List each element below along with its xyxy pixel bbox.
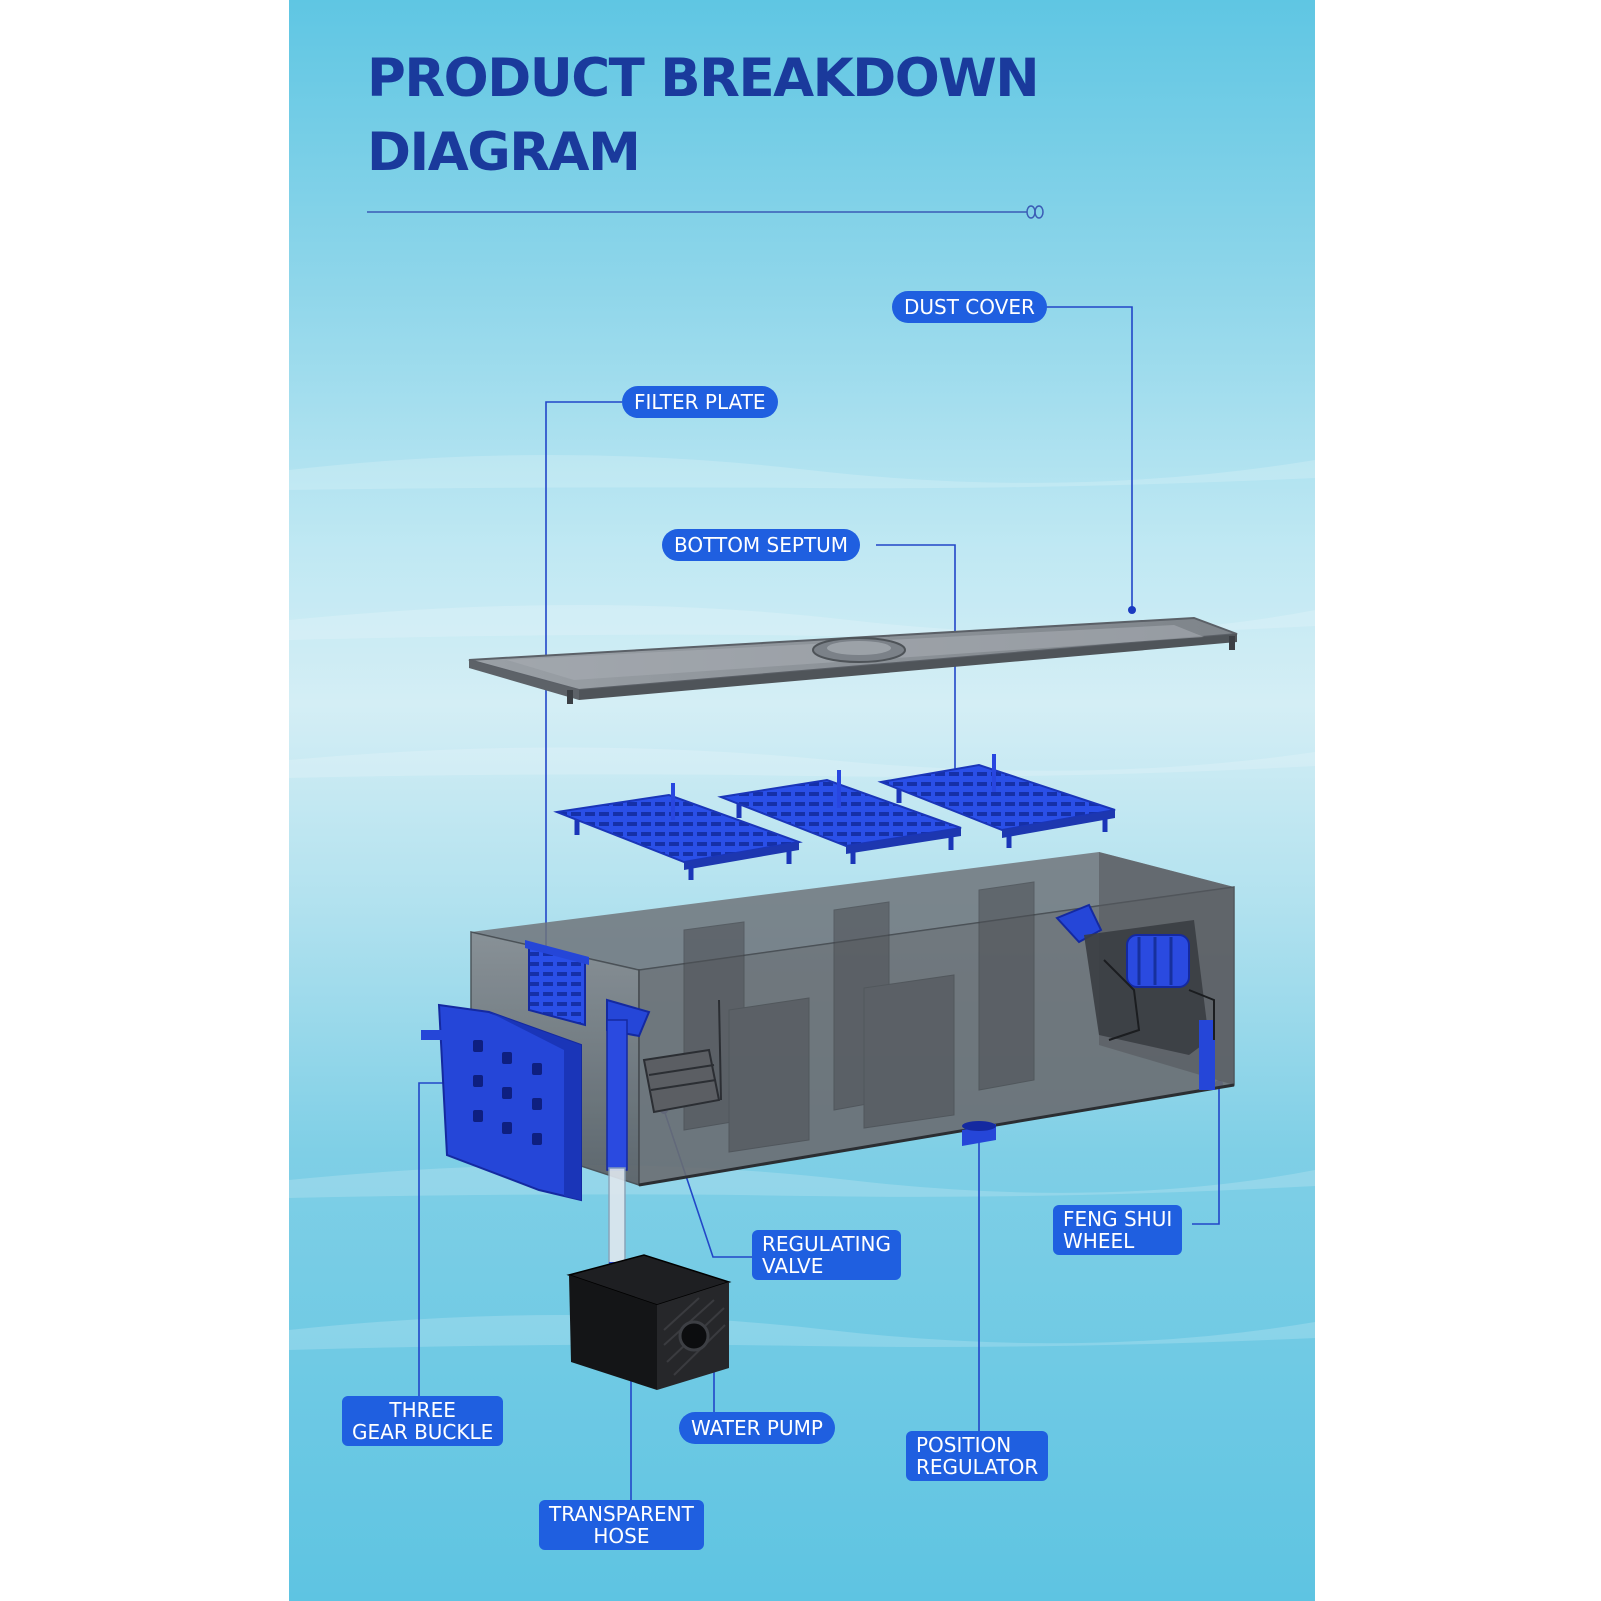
product-panel: PRODUCT BREAKDOWN DIAGRAM DUST COVER FIL… bbox=[289, 0, 1315, 1601]
label-bottom-septum: BOTTOM SEPTUM bbox=[662, 529, 861, 561]
leader-feng-shui-wheel bbox=[1192, 1084, 1220, 1225]
label-position-regulator: POSITION REGULATOR bbox=[906, 1431, 1049, 1481]
tank bbox=[470, 852, 1235, 1187]
three-gear-buckle bbox=[421, 1003, 582, 1202]
grid-plate-2 bbox=[717, 770, 962, 864]
breakdown-illustration bbox=[289, 205, 1315, 1500]
page-title-line-2: DIAGRAM bbox=[367, 122, 641, 183]
label-filter-plate: FILTER PLATE bbox=[622, 386, 778, 418]
label-dust-cover: DUST COVER bbox=[892, 291, 1047, 323]
label-water-pump: WATER PUMP bbox=[679, 1412, 835, 1444]
page-title-line-1: PRODUCT BREAKDOWN bbox=[367, 48, 1040, 109]
infinity-icon bbox=[1026, 205, 1044, 219]
grid-plate-3 bbox=[877, 754, 1116, 848]
label-regulating-valve: REGULATING VALVE bbox=[752, 1230, 901, 1280]
position-regulator bbox=[962, 1121, 996, 1146]
leader-bottom-septum bbox=[876, 544, 956, 782]
label-three-gear-buckle: THREE GEAR BUCKLE bbox=[342, 1396, 504, 1446]
regulating-valve bbox=[642, 999, 722, 1114]
filter-plate-grids bbox=[553, 754, 1116, 880]
leader-filter-plate bbox=[545, 401, 622, 975]
leader-dust-cover bbox=[1034, 306, 1133, 610]
label-feng-shui-wheel: FENG SHUI WHEEL bbox=[1053, 1205, 1183, 1255]
grid-plate-1 bbox=[553, 783, 803, 880]
leader-three-gear-buckle bbox=[418, 1082, 449, 1396]
dust-cover bbox=[468, 616, 1238, 704]
label-transparent-hose: TRANSPARENT HOSE bbox=[539, 1500, 704, 1550]
water-pump bbox=[566, 1254, 732, 1390]
feng-shui-wheel bbox=[1055, 903, 1215, 1090]
filter-plate-column bbox=[525, 940, 589, 1027]
